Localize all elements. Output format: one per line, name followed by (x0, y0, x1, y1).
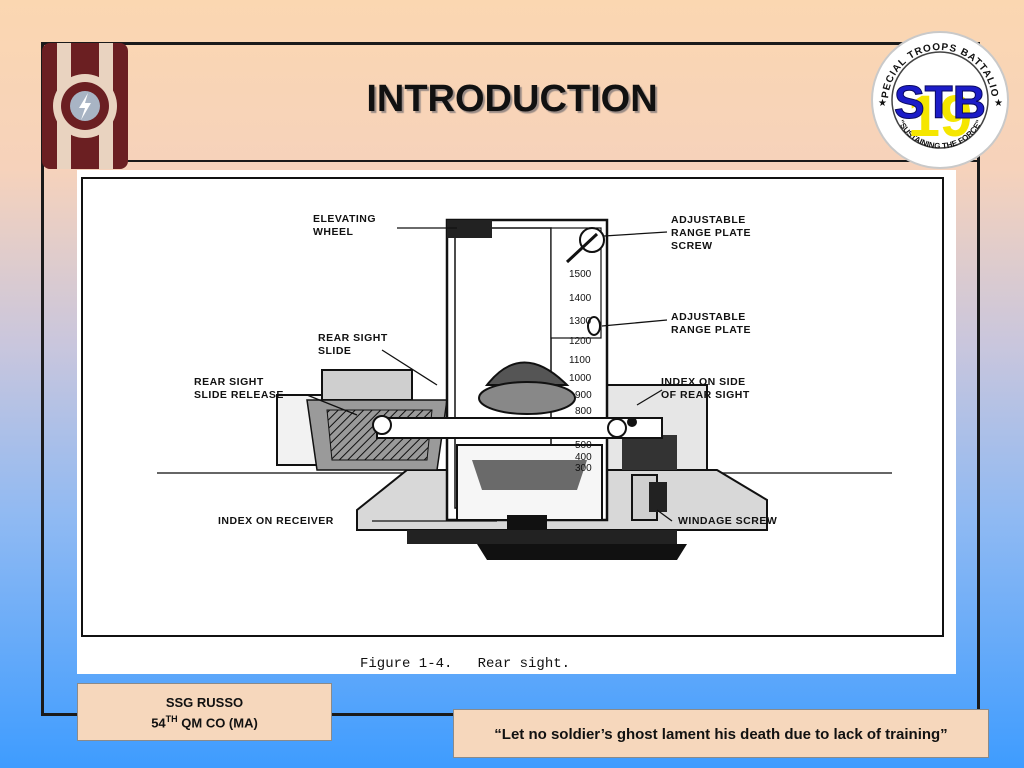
star-icon: ★ (878, 98, 887, 109)
scale-1500: 1500 (569, 269, 592, 280)
label-slide-release-2: SLIDE RELEASE (194, 389, 284, 401)
stb-logo: SPECIAL TROOPS BATTALION "SUSTAINING THE… (862, 16, 1014, 172)
label-elevating-wheel-2: WHEEL (313, 226, 354, 238)
range-scale: 1500 1400 1300 1200 1100 1000 900 800 50… (569, 269, 592, 474)
label-rear-sight-slide-1: REAR SIGHT (318, 332, 388, 344)
label-windage-screw: WINDAGE SCREW (678, 515, 777, 527)
scale-800: 800 (575, 406, 592, 417)
figure-caption: Figure 1-4. Rear sight. (360, 656, 570, 672)
label-index-side-1: INDEX ON SIDE (661, 376, 746, 388)
presenter-name: SSG RUSSO (165, 695, 244, 710)
logo-background-number: 19 (908, 84, 973, 149)
label-elevating-wheel-1: ELEVATING (313, 213, 376, 225)
rear-sight-figure: 1500 1400 1300 1200 1100 1000 900 800 50… (77, 170, 956, 674)
label-range-plate-screw-3: SCREW (671, 240, 713, 252)
label-range-plate-1: ADJUSTABLE (671, 311, 746, 323)
label-range-plate-2: RANGE PLATE (671, 324, 751, 336)
unit-insignia-logo (41, 42, 129, 170)
header-divider (41, 160, 980, 162)
presenter-credit: SSG RUSSO 54TH QM CO (MA) (77, 683, 332, 741)
slide-title: INTRODUCTION (366, 78, 658, 120)
label-slide-release-1: REAR SIGHT (194, 376, 264, 388)
scale-300: 300 (575, 463, 592, 474)
label-index-side-2: OF REAR SIGHT (661, 389, 750, 401)
label-index-on-receiver: INDEX ON RECEIVER (218, 515, 334, 527)
scale-1000: 1000 (569, 373, 592, 384)
presenter-unit: 54TH QM CO (MA) (151, 714, 258, 731)
scale-500: 500 (575, 440, 592, 451)
scale-1100: 1100 (569, 355, 591, 366)
label-rear-sight-slide-2: SLIDE (318, 345, 351, 357)
label-range-plate-screw-1: ADJUSTABLE (671, 214, 746, 226)
scale-900: 900 (575, 390, 592, 401)
scale-400: 400 (575, 452, 592, 463)
scale-1300: 1300 (569, 316, 592, 327)
scale-1400: 1400 (569, 293, 592, 304)
training-quote: “Let no soldier’s ghost lament his death… (453, 709, 989, 758)
label-range-plate-screw-2: RANGE PLATE (671, 227, 751, 239)
scale-1200: 1200 (569, 336, 592, 347)
logo-center-text: STB (894, 76, 986, 128)
star-icon: ★ (994, 98, 1003, 109)
